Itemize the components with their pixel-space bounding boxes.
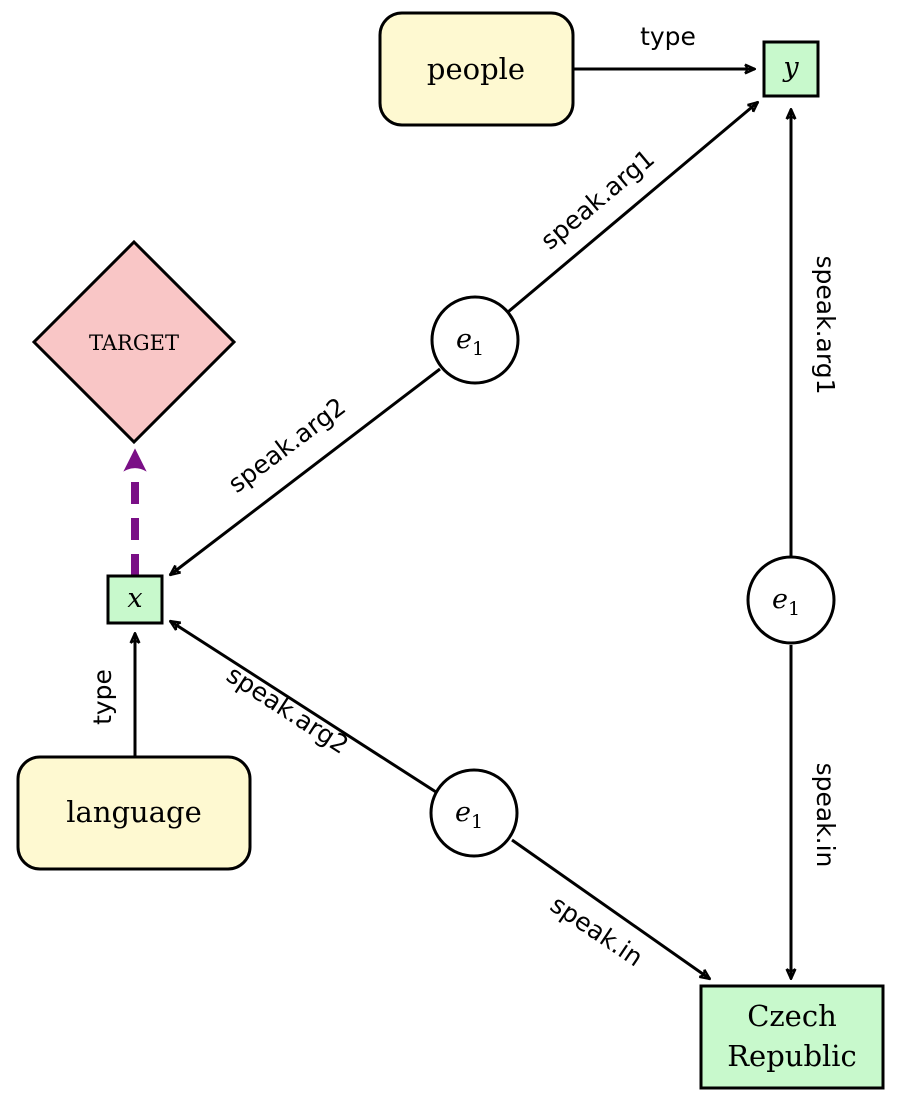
edge-e1top-x	[170, 367, 441, 577]
node-people-label: people	[427, 52, 525, 86]
node-language-label: language	[66, 795, 202, 829]
node-e1-right-label: e1	[772, 584, 800, 620]
node-e1-bottom-label: e1	[455, 797, 483, 833]
edge-e1bottom-x	[170, 619, 437, 794]
node-x-label: x	[127, 583, 142, 614]
node-people-box	[378, 11, 575, 127]
node-e1-top-label: e1	[456, 324, 484, 360]
edge-label-e1top-x: speak.arg2	[223, 392, 351, 499]
edge-label-language-x: type	[88, 669, 117, 725]
node-e1-right	[746, 555, 836, 645]
node-x-box	[106, 574, 164, 625]
node-czech-republic-box	[699, 984, 885, 1090]
edge-label-e1bottom-x: speak.arg2	[221, 660, 353, 760]
node-czech-republic-line2: Republic	[727, 1039, 857, 1073]
node-e1-top	[430, 295, 520, 385]
edge-label-e1right-y: speak.arg1	[811, 256, 840, 395]
node-e1-bottom	[429, 768, 519, 858]
node-czech-republic-line1: Czech	[747, 999, 837, 1033]
edge-e1bottom-czech	[511, 838, 710, 981]
edge-e1top-y	[507, 100, 758, 314]
node-target-diamond	[31, 239, 237, 445]
node-target-label: TARGET	[89, 331, 179, 355]
node-y-box	[762, 40, 820, 98]
edge-label-e1bottom-czech: speak.in	[545, 890, 648, 973]
node-language-box	[16, 755, 252, 871]
edge-label-people-y: type	[640, 22, 696, 51]
edge-label-e1right-czech: speak.in	[811, 763, 840, 868]
node-y-label: y	[782, 52, 799, 83]
